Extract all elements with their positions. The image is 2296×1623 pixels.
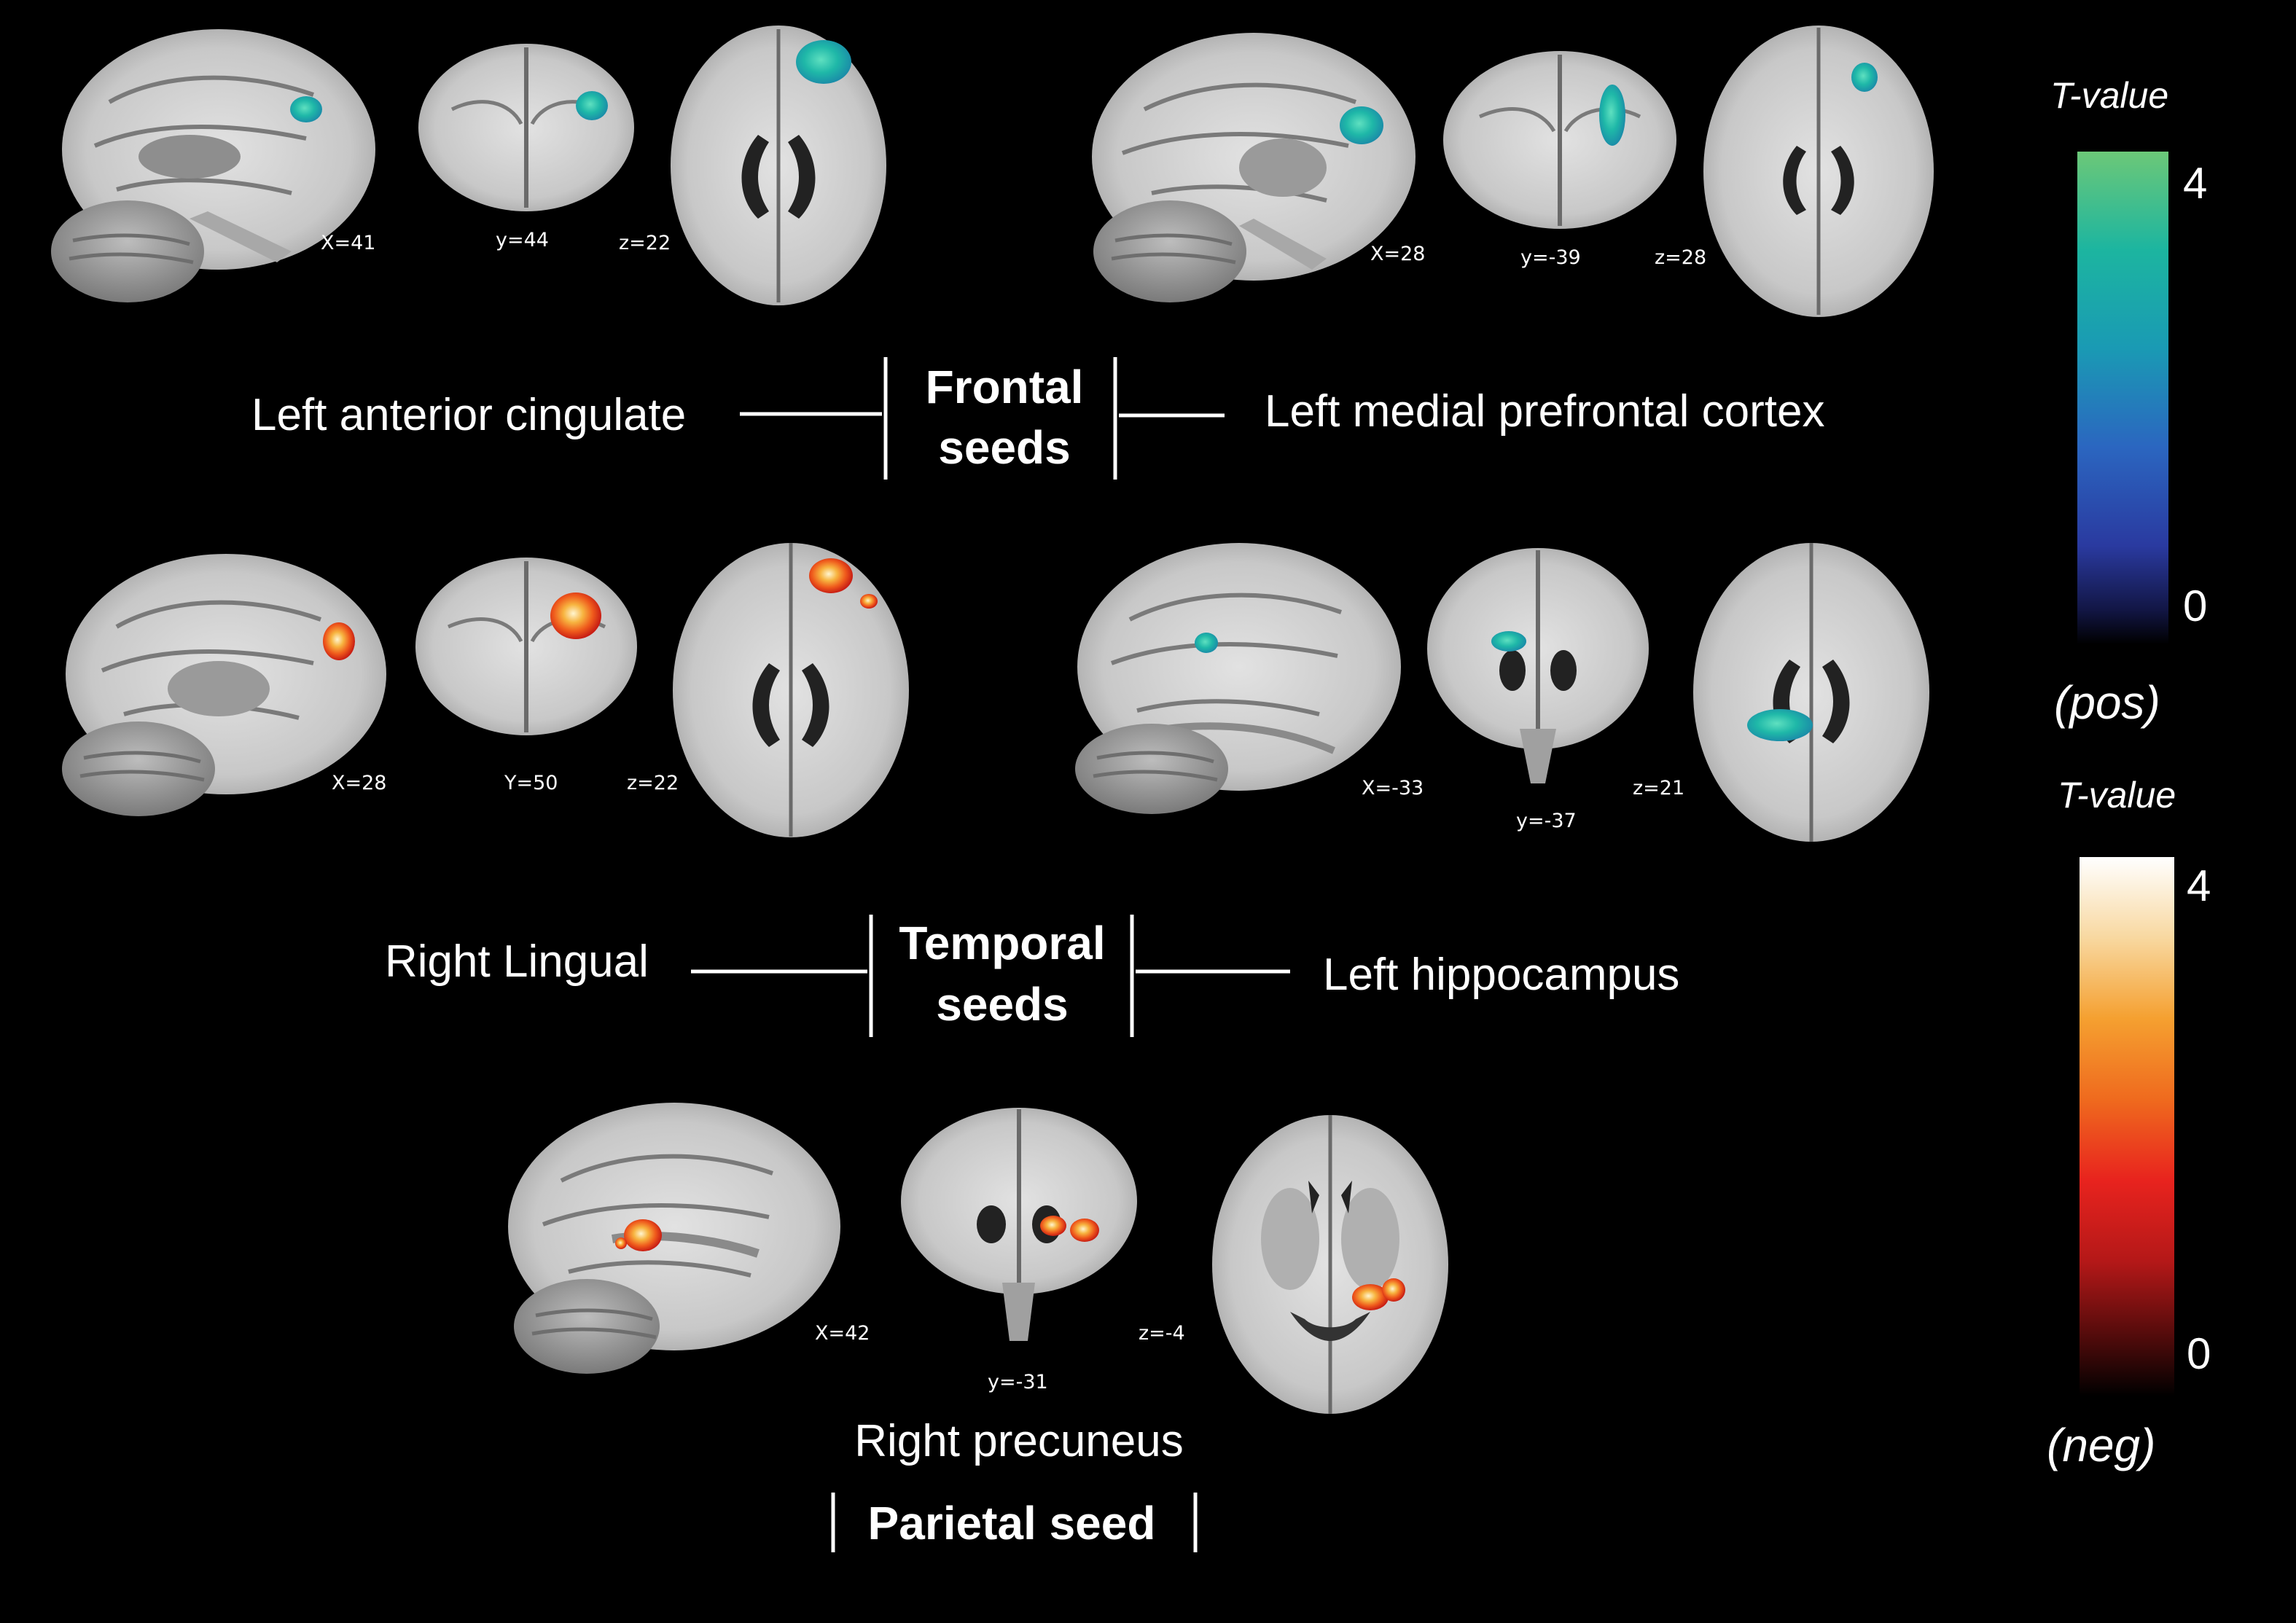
colorbar-sign-label: (pos) bbox=[2054, 676, 2160, 729]
colorbar-title: T-value bbox=[2058, 775, 2176, 816]
positive-cluster bbox=[1195, 633, 1218, 653]
region-label: Left medial prefrontal cortex bbox=[1265, 386, 1825, 437]
negative-cluster bbox=[860, 594, 878, 609]
coord-label: y=-37 bbox=[1516, 810, 1577, 832]
region-label: Right precuneus bbox=[854, 1416, 1184, 1466]
region-label: Right Lingual bbox=[385, 936, 649, 987]
frontal-seeds-connector: Left anterior cingulate Frontal seeds Le… bbox=[251, 357, 1825, 480]
colorbar-max-tick: 4 bbox=[2183, 159, 2207, 208]
panel-frontal-left bbox=[51, 26, 886, 305]
coord-label: X=-33 bbox=[1362, 777, 1424, 799]
coord-label: X=42 bbox=[815, 1322, 870, 1345]
seed-label: Parietal seed bbox=[868, 1497, 1156, 1549]
negative-cluster bbox=[1070, 1219, 1099, 1242]
region-label: Left anterior cingulate bbox=[251, 390, 686, 440]
positive-cluster bbox=[1747, 709, 1813, 741]
coord-label: X=28 bbox=[1370, 243, 1425, 265]
colorbar-min-tick: 0 bbox=[2187, 1329, 2211, 1378]
coord-label: z=22 bbox=[619, 232, 671, 254]
coord-label: y=44 bbox=[496, 229, 549, 251]
colorbar-sign-label: (neg) bbox=[2047, 1419, 2155, 1471]
brain-slice-sagittal bbox=[62, 554, 386, 816]
negative-cluster bbox=[1040, 1216, 1066, 1236]
brain-slice-axial bbox=[1693, 543, 1929, 842]
colorbar-negative: T-value 4 0 (neg) bbox=[2047, 775, 2211, 1471]
brain-slice-axial bbox=[671, 26, 886, 305]
positive-cluster bbox=[576, 91, 608, 120]
positive-cluster bbox=[1340, 106, 1383, 144]
colorbar-max-tick: 4 bbox=[2187, 861, 2211, 910]
panel-temporal-left bbox=[62, 543, 909, 837]
coord-label: z=22 bbox=[627, 772, 679, 794]
negative-cluster bbox=[1382, 1278, 1405, 1302]
panel-frontal-right bbox=[1092, 26, 1934, 317]
brain-slice-sagittal bbox=[1092, 33, 1416, 302]
brain-slice-sagittal bbox=[51, 29, 375, 302]
coord-label: X=28 bbox=[332, 772, 386, 794]
positive-cluster bbox=[290, 96, 322, 122]
colorbar-positive: T-value 4 0 (pos) bbox=[2050, 75, 2207, 729]
region-label: Left hippocampus bbox=[1323, 950, 1679, 1000]
positive-cluster bbox=[1851, 63, 1878, 92]
positive-cluster bbox=[1491, 631, 1526, 652]
brain-slice-coronal bbox=[901, 1108, 1137, 1341]
positive-cluster bbox=[796, 40, 851, 84]
brain-slice-coronal bbox=[1427, 548, 1649, 783]
coord-label: X=41 bbox=[321, 232, 375, 254]
coord-label: z=28 bbox=[1655, 246, 1706, 269]
parietal-seed-connector: Right precuneus Parietal seed bbox=[831, 1416, 1198, 1552]
positive-cluster bbox=[1599, 85, 1625, 146]
seed-label: seeds bbox=[936, 978, 1068, 1030]
seed-label: Temporal bbox=[899, 917, 1105, 969]
coord-label: z=21 bbox=[1633, 777, 1684, 799]
negative-cluster bbox=[624, 1219, 662, 1251]
coord-label: z=-4 bbox=[1139, 1322, 1185, 1345]
brain-slice-coronal bbox=[415, 558, 637, 735]
colorbar-min-tick: 0 bbox=[2183, 582, 2207, 630]
negative-cluster bbox=[809, 558, 853, 593]
brain-slice-axial bbox=[1703, 26, 1934, 317]
negative-cluster bbox=[1352, 1284, 1389, 1310]
brain-slice-coronal bbox=[1443, 51, 1676, 229]
panel-temporal-right bbox=[1075, 543, 1929, 842]
brain-slice-sagittal bbox=[1075, 543, 1401, 814]
panel-parietal bbox=[508, 1103, 1448, 1414]
temporal-seeds-connector: Right Lingual Temporal seeds Left hippoc… bbox=[385, 915, 1679, 1037]
brain-slice-axial bbox=[1212, 1115, 1448, 1414]
negative-cluster bbox=[615, 1237, 627, 1249]
seed-label: seeds bbox=[938, 421, 1070, 474]
negative-cluster bbox=[323, 622, 355, 660]
brain-slice-coronal bbox=[418, 44, 634, 211]
seed-label: Frontal bbox=[926, 361, 1084, 413]
coord-label: y=-31 bbox=[988, 1371, 1048, 1393]
coord-label: y=-39 bbox=[1520, 246, 1581, 269]
negative-cluster bbox=[550, 593, 601, 639]
coord-label: Y=50 bbox=[504, 772, 558, 794]
brain-slice-sagittal bbox=[508, 1103, 840, 1374]
brain-slice-axial bbox=[673, 543, 909, 837]
colorbar-title: T-value bbox=[2050, 75, 2168, 116]
